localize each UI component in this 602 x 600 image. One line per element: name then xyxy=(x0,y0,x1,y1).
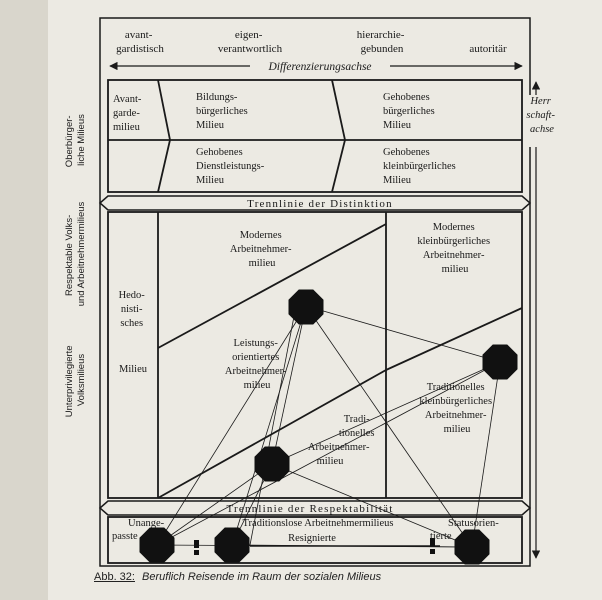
middle-block xyxy=(107,211,523,499)
node-leistungsorientiert xyxy=(288,289,324,325)
milieu-leistungsorientiert: Leistungs- orientiertes Arbeitnehmer- mi… xyxy=(225,338,289,391)
differenzierungsachse-label: Differenzierungsachse xyxy=(267,61,371,73)
node-statusorientiert xyxy=(454,529,490,565)
milieu-kleinbuergerlich-gehoben: Gehobenes kleinbürgerliches Milieu xyxy=(383,147,458,186)
traveller-nodes xyxy=(139,289,518,565)
milieu-modern-kleinbuergerlich: Modernes kleinbürgerliches Arbeitnehmer-… xyxy=(417,222,492,275)
page-margin xyxy=(0,0,48,600)
milieu-traditionslos: Traditionslose Arbeitnehmermilieus xyxy=(243,518,394,529)
herrschaftsachse-label: Herr schaft- achse xyxy=(526,96,557,135)
milieu-traditionell-kleinbuergerlich: Traditionelles kleinbürgerliches Arbeitn… xyxy=(419,382,494,435)
node-traditionell-arbeitnehmer xyxy=(254,446,290,482)
figure-caption: Abb. 32: Beruflich Reisende im Raum der … xyxy=(94,571,381,583)
milieu-modern-arbeitnehmer: Modernes Arbeitnehmer- milieu xyxy=(230,230,294,269)
distinktion-label: Trennlinie der Distinktion xyxy=(247,198,393,210)
node-traditionslos xyxy=(214,527,250,563)
label-hierarchiegebunden: hierarchie- gebunden xyxy=(357,29,407,55)
milieu-bildungsbuergerlich: Bildungs- bürgerliches Milieu xyxy=(196,92,250,131)
distinktion-divider: Trennlinie der Distinktion xyxy=(98,195,532,211)
milieu-resignierte: Resignierte xyxy=(288,533,336,544)
label-autoritaer: autoritär xyxy=(469,43,507,55)
respektabilitaet-label: Trennlinie der Respektabilität xyxy=(227,503,394,515)
lower-separators xyxy=(194,538,435,555)
milieu-unangepasste: Unange- passte xyxy=(112,518,167,542)
milieu-hedonistisch: Hedo- nisti- sches Milieu xyxy=(119,290,148,375)
top-axis-labels: avant- gardistisch eigen- verantwortlich… xyxy=(116,29,507,55)
milieu-dienstleistung: Gehobenes Dienstleistungs- Milieu xyxy=(196,147,267,186)
node-unangepasste xyxy=(139,527,175,563)
label-eigenverantwortlich: eigen- verantwortlich xyxy=(218,29,283,55)
respektabilitaet-divider: Trennlinie der Respektabilität xyxy=(98,500,532,516)
left-label-unterprivilegiert: Unterprivilegierte Volksmilieus xyxy=(64,343,87,417)
milieu-avantgarde: Avant- garde- milieu xyxy=(113,94,144,133)
diagram-frame xyxy=(99,17,531,567)
left-label-respektabel: Respektable Volks- und Arbeitnehmermilie… xyxy=(64,201,87,306)
upper-block xyxy=(107,79,523,193)
left-label-oberbuergerlich: Oberbürger- liche Milieus xyxy=(64,113,87,167)
caption-label: Abb. 32: xyxy=(94,571,135,583)
network-lines xyxy=(156,305,501,548)
caption-title: Beruflich Reisende im Raum der sozialen … xyxy=(142,571,382,583)
milieu-statusorientiert: Statusorien- tierte xyxy=(430,518,501,542)
label-avantgardistisch: avant- gardistisch xyxy=(116,29,164,55)
node-traditionell-kleinbuergerlich xyxy=(482,344,518,380)
milieu-gehoben-buergerlich: Gehobenes bürgerliches Milieu xyxy=(383,92,437,131)
